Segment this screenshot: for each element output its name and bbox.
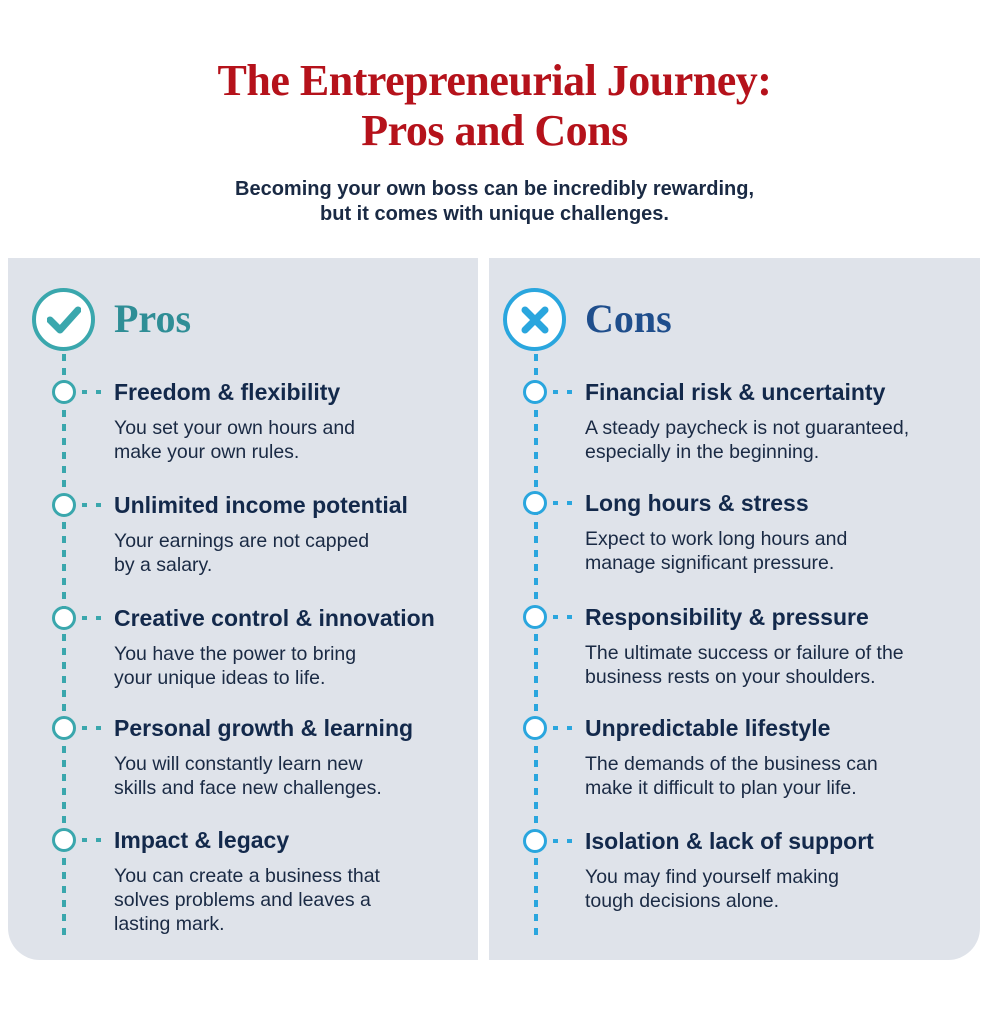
pros-heading: Pros	[114, 296, 192, 341]
item-description: Your earnings are not capped by a salary…	[114, 529, 474, 577]
desc-line: solves problems and leaves a	[114, 889, 371, 911]
desc-line: make it difficult to plan your life.	[585, 777, 857, 799]
timeline-node-icon	[52, 828, 76, 852]
page-title: The Entrepreneurial Journey: Pros and Co…	[0, 56, 989, 156]
desc-line: Expect to work long hours and	[585, 528, 848, 550]
desc-line: You can create a business that	[114, 865, 380, 887]
item-description: A steady paycheck is not guaranteed, esp…	[585, 416, 975, 464]
item-title: Financial risk & uncertainty	[585, 379, 886, 405]
item-description: You may find yourself making tough decis…	[585, 865, 975, 913]
desc-line: The demands of the business can	[585, 753, 878, 775]
timeline-node-icon	[523, 380, 547, 404]
desc-line: lasting mark.	[114, 913, 225, 935]
connector-dash	[553, 839, 558, 843]
desc-line: You set your own hours and	[114, 417, 356, 439]
connector-dash	[567, 390, 572, 394]
desc-line: skills and face new challenges.	[114, 777, 382, 799]
timeline-node-icon	[523, 716, 547, 740]
cons-panel: Cons Financial risk & uncertainty A stea…	[489, 258, 980, 960]
timeline-node-icon	[52, 380, 76, 404]
item-description: You can create a business that solves pr…	[114, 864, 474, 936]
connector-dash	[567, 501, 572, 505]
connector-dash	[567, 839, 572, 843]
connector-dash	[553, 615, 558, 619]
item-description: The ultimate success or failure of the b…	[585, 641, 975, 689]
timeline-spine	[62, 354, 66, 936]
cons-heading: Cons	[585, 296, 672, 341]
connector-dash	[567, 615, 572, 619]
item-title: Unpredictable lifestyle	[585, 715, 831, 741]
item-description: You set your own hours and make your own…	[114, 416, 474, 464]
connector-dash	[553, 726, 558, 730]
connector-dash	[82, 726, 87, 730]
timeline-node-icon	[52, 493, 76, 517]
connector-dash	[96, 390, 101, 394]
item-title: Isolation & lack of support	[585, 828, 874, 854]
item-description: Expect to work long hours and manage sig…	[585, 527, 975, 575]
pros-panel: Pros Freedom & flexibility You set your …	[8, 258, 478, 960]
connector-dash	[82, 838, 87, 842]
timeline-node-icon	[52, 606, 76, 630]
connector-dash	[96, 726, 101, 730]
desc-line: especially in the beginning.	[585, 441, 820, 463]
item-description: You have the power to bring your unique …	[114, 642, 474, 690]
item-title: Responsibility & pressure	[585, 604, 869, 630]
page-subtitle: Becoming your own boss can be incredibly…	[0, 177, 989, 227]
item-title: Impact & legacy	[114, 827, 290, 853]
timeline-node-icon	[52, 716, 76, 740]
timeline-node-icon	[523, 491, 547, 515]
connector-dash	[553, 501, 558, 505]
timeline-spine	[534, 354, 538, 936]
item-description: The demands of the business can make it …	[585, 752, 975, 800]
connector-dash	[96, 616, 101, 620]
desc-line: You will constantly learn new	[114, 753, 363, 775]
item-description: You will constantly learn new skills and…	[114, 752, 474, 800]
desc-line: manage significant pressure.	[585, 552, 835, 574]
connector-dash	[96, 503, 101, 507]
desc-line: business rests on your shoulders.	[585, 666, 876, 688]
connector-dash	[82, 390, 87, 394]
item-title: Unlimited income potential	[114, 492, 408, 518]
timeline-node-icon	[523, 605, 547, 629]
item-title: Freedom & flexibility	[114, 379, 341, 405]
connector-dash	[96, 838, 101, 842]
desc-line: by a salary.	[114, 554, 213, 576]
desc-line: You have the power to bring	[114, 643, 357, 665]
desc-line: Your earnings are not capped	[114, 530, 370, 552]
title-line-2: Pros and Cons	[361, 106, 628, 155]
x-circle-icon	[503, 288, 566, 351]
subtitle-line-1: Becoming your own boss can be incredibly…	[235, 178, 754, 200]
desc-line: your unique ideas to life.	[114, 667, 326, 689]
connector-dash	[82, 503, 87, 507]
desc-line: make your own rules.	[114, 441, 300, 463]
desc-line: You may find yourself making	[585, 866, 839, 888]
connector-dash	[82, 616, 87, 620]
item-title: Long hours & stress	[585, 490, 809, 516]
desc-line: A steady paycheck is not guaranteed,	[585, 417, 910, 439]
subtitle-line-2: but it comes with unique challenges.	[320, 203, 669, 225]
check-circle-icon	[32, 288, 95, 351]
item-title: Creative control & innovation	[114, 605, 435, 631]
item-title: Personal growth & learning	[114, 715, 414, 741]
connector-dash	[553, 390, 558, 394]
connector-dash	[567, 726, 572, 730]
title-line-1: The Entrepreneurial Journey:	[217, 56, 772, 105]
timeline-node-icon	[523, 829, 547, 853]
desc-line: tough decisions alone.	[585, 890, 780, 912]
desc-line: The ultimate success or failure of the	[585, 642, 904, 664]
